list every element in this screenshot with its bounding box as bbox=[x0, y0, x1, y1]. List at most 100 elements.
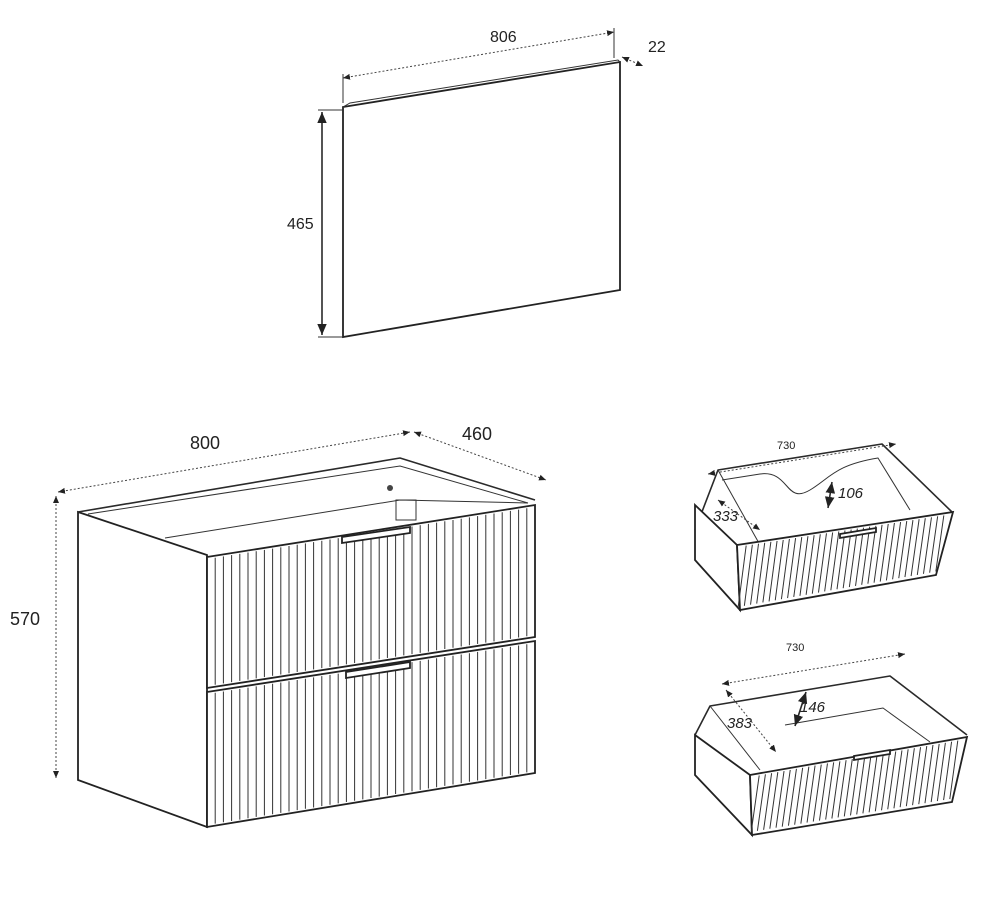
flute-line bbox=[750, 543, 760, 605]
vanity-cabinet: 800 460 570 bbox=[10, 424, 547, 829]
detail-flutes bbox=[750, 740, 959, 832]
flute-line bbox=[800, 766, 810, 824]
detail-drawer-handle bbox=[839, 526, 877, 540]
upper-drawer-width-label: 730 bbox=[777, 440, 795, 452]
flute-line bbox=[873, 524, 883, 583]
flute-line bbox=[856, 756, 866, 815]
drawer-width-dimension bbox=[721, 652, 906, 686]
drawer-box-outline bbox=[694, 675, 968, 736]
cabinet-width-label: 800 bbox=[190, 433, 220, 453]
flute-line bbox=[831, 761, 841, 819]
mirror: 806 22 465 bbox=[287, 28, 666, 339]
drawer-height-dimension bbox=[793, 691, 808, 727]
lower-drawer-width-label: 730 bbox=[786, 642, 804, 654]
flute-line bbox=[824, 532, 834, 592]
lower-drawer-handle[interactable] bbox=[345, 660, 411, 680]
flute-line bbox=[756, 774, 766, 831]
flute-line bbox=[775, 770, 785, 828]
upper-drawer-depth-label: 333 bbox=[713, 508, 739, 525]
flute-line bbox=[830, 531, 840, 591]
flute-line bbox=[916, 518, 926, 575]
flute-line bbox=[861, 526, 871, 585]
flute-line bbox=[922, 517, 932, 574]
flute-line bbox=[793, 537, 803, 598]
drawer-width-dimension bbox=[707, 442, 897, 476]
flute-line bbox=[848, 528, 858, 588]
flute-line bbox=[904, 520, 914, 578]
flute-line bbox=[929, 516, 939, 573]
flute-line bbox=[769, 772, 779, 829]
mirror-depth-dimension bbox=[621, 56, 644, 67]
lower-drawer-height-label: 146 bbox=[800, 699, 826, 716]
mirror-height-label: 465 bbox=[287, 216, 314, 233]
flute-line bbox=[750, 775, 760, 832]
mirror-width-label: 806 bbox=[490, 29, 517, 46]
detail-drawer-handle bbox=[853, 748, 891, 762]
drawer-depth-dimension bbox=[725, 689, 777, 753]
mirror-depth-label: 22 bbox=[648, 39, 666, 56]
flute-line bbox=[806, 765, 816, 823]
drawer-inner-edge bbox=[784, 707, 931, 743]
flute-line bbox=[924, 744, 934, 804]
drawer-height-dimension bbox=[824, 481, 836, 509]
flute-line bbox=[867, 525, 877, 584]
flute-line bbox=[874, 753, 884, 812]
drawer-flutes bbox=[214, 508, 528, 824]
flute-line bbox=[763, 773, 773, 830]
cabinet-width-dimension bbox=[57, 430, 411, 494]
flute-line bbox=[762, 541, 772, 603]
flute-line bbox=[918, 745, 928, 805]
drawer-depth-dimension bbox=[717, 499, 761, 531]
flute-line bbox=[781, 769, 791, 827]
flute-line bbox=[843, 759, 853, 817]
flute-line bbox=[936, 742, 946, 802]
flute-line bbox=[787, 768, 797, 826]
flute-line bbox=[805, 535, 815, 595]
flute-line bbox=[836, 530, 846, 590]
flute-line bbox=[756, 542, 766, 604]
cabinet-side-panel bbox=[77, 510, 208, 829]
flute-line bbox=[905, 748, 915, 807]
siphon-cutout bbox=[395, 499, 417, 521]
flute-line bbox=[935, 515, 945, 572]
cabinet-depth-label: 460 bbox=[462, 424, 492, 444]
flute-line bbox=[930, 743, 940, 803]
flute-line bbox=[855, 527, 865, 587]
flute-line bbox=[794, 767, 804, 825]
flute-line bbox=[737, 545, 747, 607]
flute-line bbox=[817, 533, 827, 593]
flute-line bbox=[912, 747, 922, 806]
flute-line bbox=[885, 522, 895, 581]
flute-line bbox=[910, 519, 920, 577]
flute-line bbox=[811, 534, 821, 594]
lower-drawer-depth-label: 383 bbox=[727, 715, 753, 732]
mirror-width-dimension bbox=[342, 30, 615, 80]
upper-drawer-handle[interactable] bbox=[341, 525, 411, 545]
flute-line bbox=[768, 540, 778, 602]
flute-line bbox=[949, 740, 959, 800]
flute-line bbox=[899, 749, 909, 808]
siphon-cutout-outline bbox=[721, 457, 911, 511]
flute-line bbox=[825, 762, 835, 820]
flute-line bbox=[818, 763, 828, 821]
flute-line bbox=[812, 764, 822, 822]
flute-line bbox=[780, 538, 790, 600]
lower-detail-drawer-front bbox=[749, 735, 969, 837]
flute-line bbox=[850, 757, 859, 816]
flute-line bbox=[892, 521, 902, 580]
flute-line bbox=[898, 520, 908, 579]
flute-line bbox=[842, 529, 852, 589]
cabinet-depth-dimension bbox=[413, 431, 547, 481]
drawer-side bbox=[694, 733, 753, 838]
flute-line bbox=[787, 537, 797, 599]
upper-drawer-height-label: 106 bbox=[838, 485, 864, 502]
flute-line bbox=[774, 539, 784, 601]
upper-drawer-detail: 730 333 106 bbox=[694, 440, 955, 613]
flute-line bbox=[881, 752, 891, 811]
mirror-panel bbox=[342, 60, 621, 339]
flute-line bbox=[893, 750, 903, 809]
flute-line bbox=[887, 751, 897, 810]
mirror-top-edge bbox=[342, 59, 621, 108]
cabinet-height-label: 570 bbox=[10, 609, 40, 629]
